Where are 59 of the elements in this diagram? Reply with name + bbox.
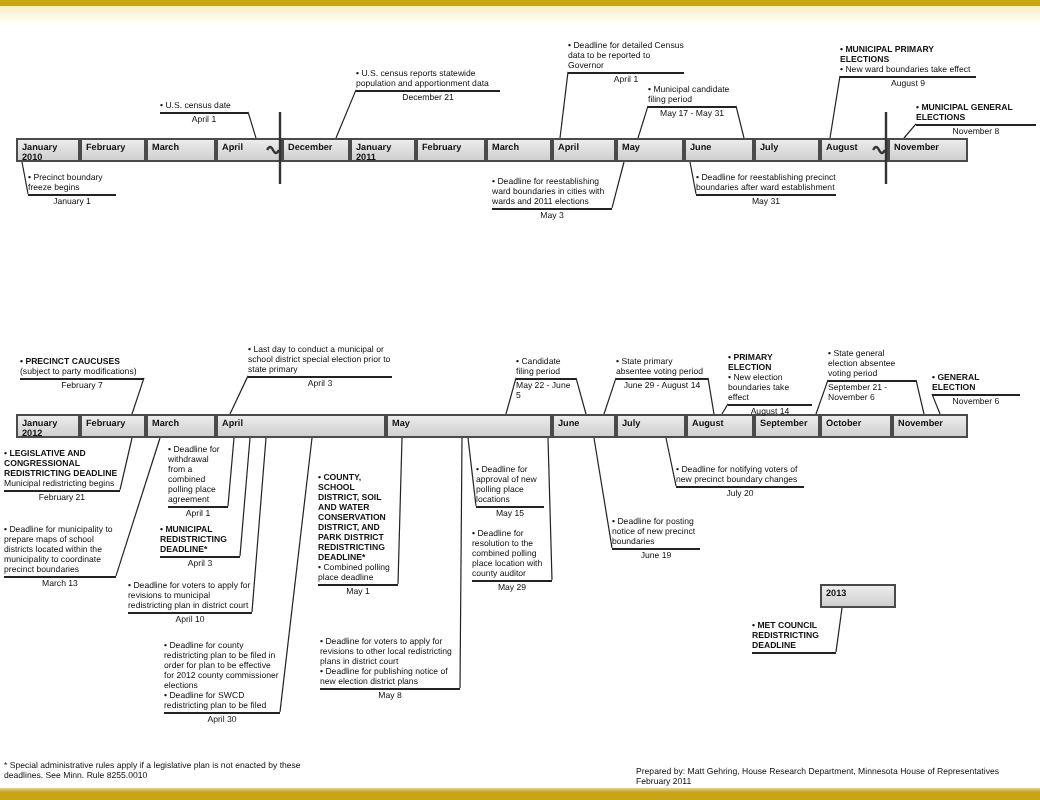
timeline-segment	[686, 414, 754, 438]
leader-line	[835, 607, 843, 653]
leader-line	[467, 437, 477, 507]
leader-line	[559, 71, 569, 139]
leader-line	[611, 161, 625, 209]
leader-line	[229, 375, 249, 415]
timeline-segment	[754, 138, 820, 162]
leader-line	[707, 377, 715, 415]
timeline-segment	[892, 414, 968, 438]
timeline-segment	[386, 414, 552, 438]
timeline-segment	[416, 138, 486, 162]
timeline-segment	[616, 138, 684, 162]
leader-line	[721, 403, 729, 415]
timeline-segment	[216, 138, 282, 162]
timeline-segment	[16, 138, 80, 162]
leader-line	[251, 437, 267, 613]
timeline-segment	[486, 138, 552, 162]
timeline-segment	[684, 138, 754, 162]
leader-line	[131, 377, 145, 415]
leader-line	[903, 123, 917, 139]
leader-line	[931, 393, 941, 415]
leader-line	[505, 377, 517, 415]
timeline-segment	[282, 138, 350, 162]
leader-line	[239, 437, 251, 557]
leader-line	[547, 437, 553, 581]
timeline-segment	[350, 138, 416, 162]
timeline-segment	[552, 138, 616, 162]
timeline-segment	[820, 138, 888, 162]
timeline-segment	[146, 138, 216, 162]
leader-line	[829, 75, 841, 139]
timeline-segment	[146, 414, 216, 438]
leader-line	[735, 105, 745, 139]
leader-line	[603, 377, 617, 415]
year-box	[820, 584, 896, 608]
leader-line	[119, 437, 133, 491]
leader-line	[593, 437, 613, 549]
leader-line	[575, 377, 587, 415]
leader-line	[397, 437, 403, 585]
leader-line	[665, 437, 677, 487]
timeline-segment	[552, 414, 616, 438]
leader-line	[459, 437, 463, 689]
leader-line	[815, 379, 829, 415]
leader-line	[115, 437, 161, 577]
leader-line	[335, 89, 357, 139]
leader-line	[247, 111, 257, 139]
leader-line	[227, 437, 235, 507]
leader-line	[637, 105, 649, 139]
leader-line	[21, 161, 29, 195]
timeline-segment	[888, 138, 968, 162]
timeline-segment	[16, 414, 80, 438]
timeline-segment	[216, 414, 386, 438]
leader-line	[915, 379, 925, 415]
leader-line	[279, 437, 313, 713]
timeline-segment	[754, 414, 820, 438]
timeline-segment	[820, 414, 892, 438]
timeline-segment	[80, 138, 146, 162]
leader-line	[689, 161, 697, 195]
timeline-segment	[80, 414, 146, 438]
timeline-segment	[616, 414, 686, 438]
